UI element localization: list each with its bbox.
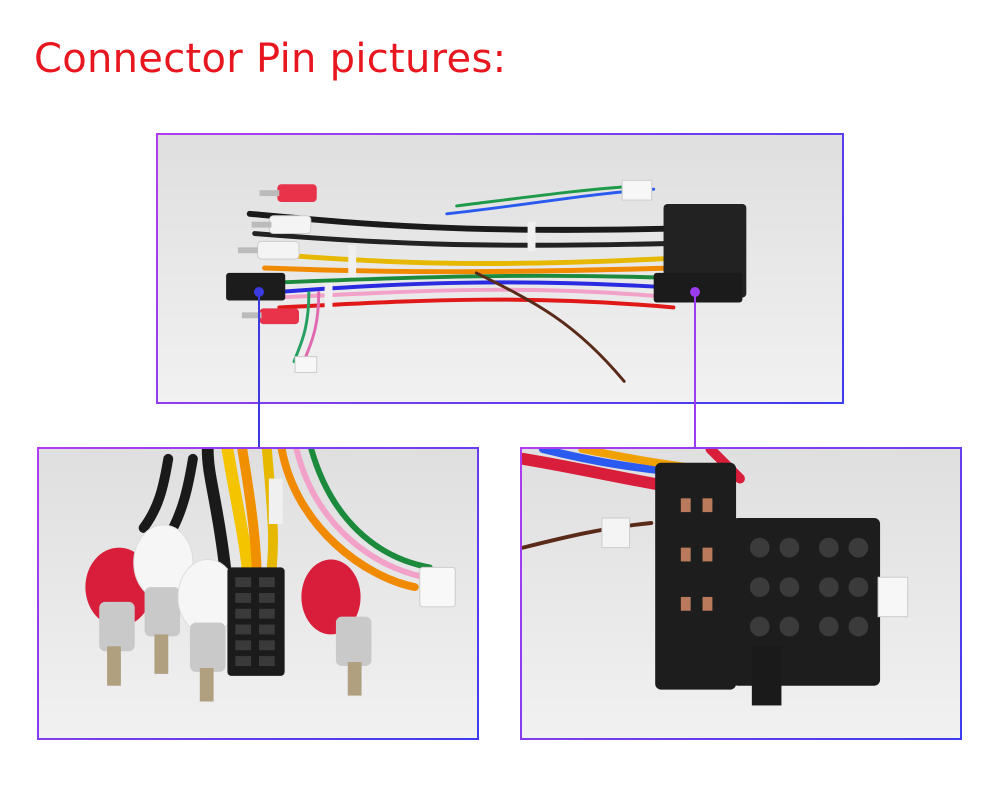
rca-white-plug <box>177 558 238 702</box>
cable-tie <box>348 245 357 277</box>
16-pin-connector <box>226 272 286 301</box>
16-pin-connector-photo <box>37 447 479 740</box>
iso-connector <box>653 203 747 303</box>
cable-tie <box>268 478 283 524</box>
rca-white-plug <box>133 524 194 674</box>
16-pin-closeup-illustration <box>85 449 456 702</box>
iso-closeup-illustration <box>522 449 909 706</box>
harness-overview-illustration <box>226 179 747 383</box>
label-tag <box>601 517 631 549</box>
rca-red-plug <box>301 559 372 696</box>
iso-connector-photo <box>520 447 962 740</box>
wire-bundle <box>246 184 677 383</box>
small-white-connector <box>621 179 653 201</box>
16-pin-connector-block <box>227 567 285 676</box>
small-white-connector <box>294 356 318 373</box>
harness-overview-photo <box>156 133 844 404</box>
cable-tie <box>527 221 536 252</box>
page-title: Connector Pin pictures: <box>34 36 507 82</box>
iso-connector-housing <box>655 462 881 706</box>
small-white-connector <box>877 576 909 618</box>
cable-tie <box>324 282 333 311</box>
rca-plugs <box>237 184 317 325</box>
small-white-connector <box>419 566 456 608</box>
